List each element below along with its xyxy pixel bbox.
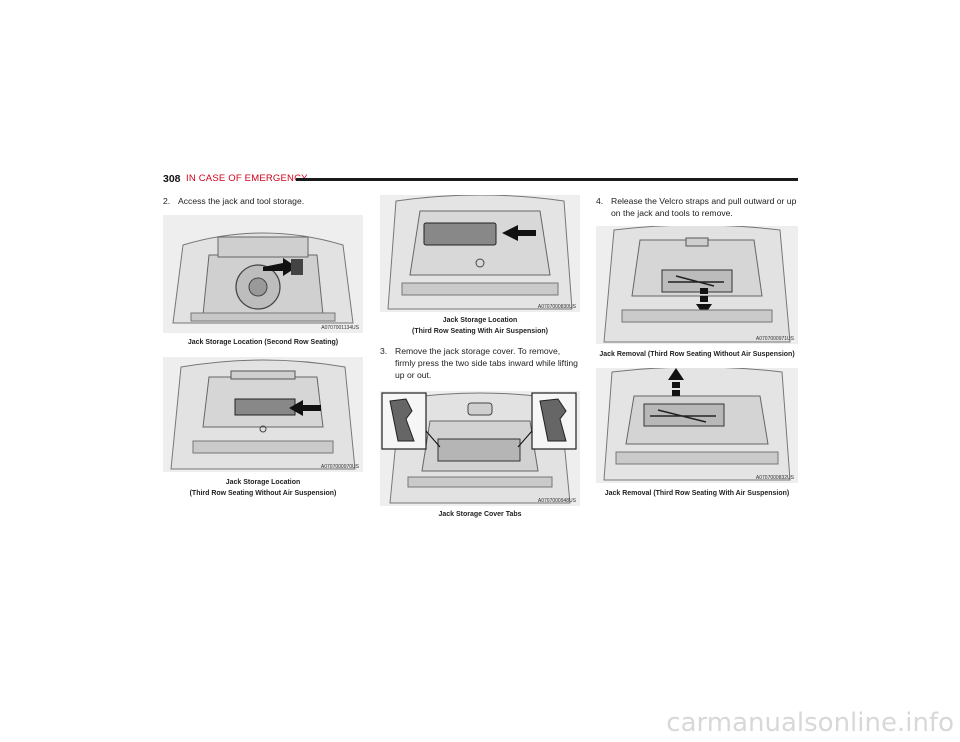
figure-jack-location-third-row-air: A0707000830US bbox=[380, 195, 580, 312]
step-2-text: Access the jack and tool storage. bbox=[178, 196, 305, 206]
page-number: 308 bbox=[163, 173, 181, 185]
figure-caption-line-1: Jack Storage Location bbox=[225, 477, 301, 486]
figure-code: A0707000830US bbox=[537, 304, 576, 310]
figure-2-illustration bbox=[163, 357, 363, 472]
figure-jack-removal-air: A0707000832US bbox=[596, 368, 798, 483]
figure-jack-removal-no-air: A0707000971US bbox=[596, 226, 798, 344]
step-3: 3. Remove the jack storage cover. To rem… bbox=[380, 345, 580, 381]
watermark: carmanualsonline.info bbox=[666, 708, 954, 738]
figure-code: A0707000948US bbox=[537, 498, 576, 504]
header-rule bbox=[296, 178, 798, 181]
figure-3-illustration bbox=[380, 195, 580, 312]
figure-1-illustration bbox=[163, 215, 363, 333]
step-4-text: Release the Velcro straps and pull outwa… bbox=[611, 196, 797, 218]
figure-caption-line-2: (Third Row Seating With Air Suspension) bbox=[412, 326, 548, 335]
step-4-number: 4. bbox=[596, 196, 604, 206]
figure-caption: Jack Storage Location (Second Row Seatin… bbox=[187, 337, 339, 346]
figure-6-illustration bbox=[596, 368, 798, 483]
step-2-number: 2. bbox=[163, 196, 171, 206]
figure-caption: Jack Removal (Third Row Seating With Air… bbox=[604, 488, 790, 497]
section-title: IN CASE OF EMERGENCY bbox=[186, 173, 308, 184]
figure-caption-line-1: Jack Storage Location bbox=[442, 315, 518, 324]
figure-4-illustration bbox=[380, 391, 580, 506]
figure-caption-line-2: (Third Row Seating Without Air Suspensio… bbox=[189, 488, 337, 497]
figure-jack-cover-tabs: A0707000948US bbox=[380, 391, 580, 506]
figure-5-illustration bbox=[596, 226, 798, 344]
step-3-text: Remove the jack storage cover. To remove… bbox=[395, 346, 578, 380]
step-2: 2. Access the jack and tool storage. bbox=[163, 195, 363, 207]
figure-code: A0707001134US bbox=[321, 325, 359, 331]
step-4: 4. Release the Velcro straps and pull ou… bbox=[596, 195, 798, 219]
figure-jack-location-second-row: A0707001134US bbox=[163, 215, 363, 333]
step-3-number: 3. bbox=[380, 346, 388, 356]
figure-caption: Jack Removal (Third Row Seating Without … bbox=[599, 349, 795, 358]
figure-code: A0707000832US bbox=[755, 475, 794, 481]
figure-code: A0707000970US bbox=[320, 464, 359, 470]
figure-caption: Jack Storage Cover Tabs bbox=[438, 509, 522, 518]
figure-code: A0707000971US bbox=[755, 336, 794, 342]
figure-jack-location-third-row-no-air: A0707000970US bbox=[163, 357, 363, 472]
